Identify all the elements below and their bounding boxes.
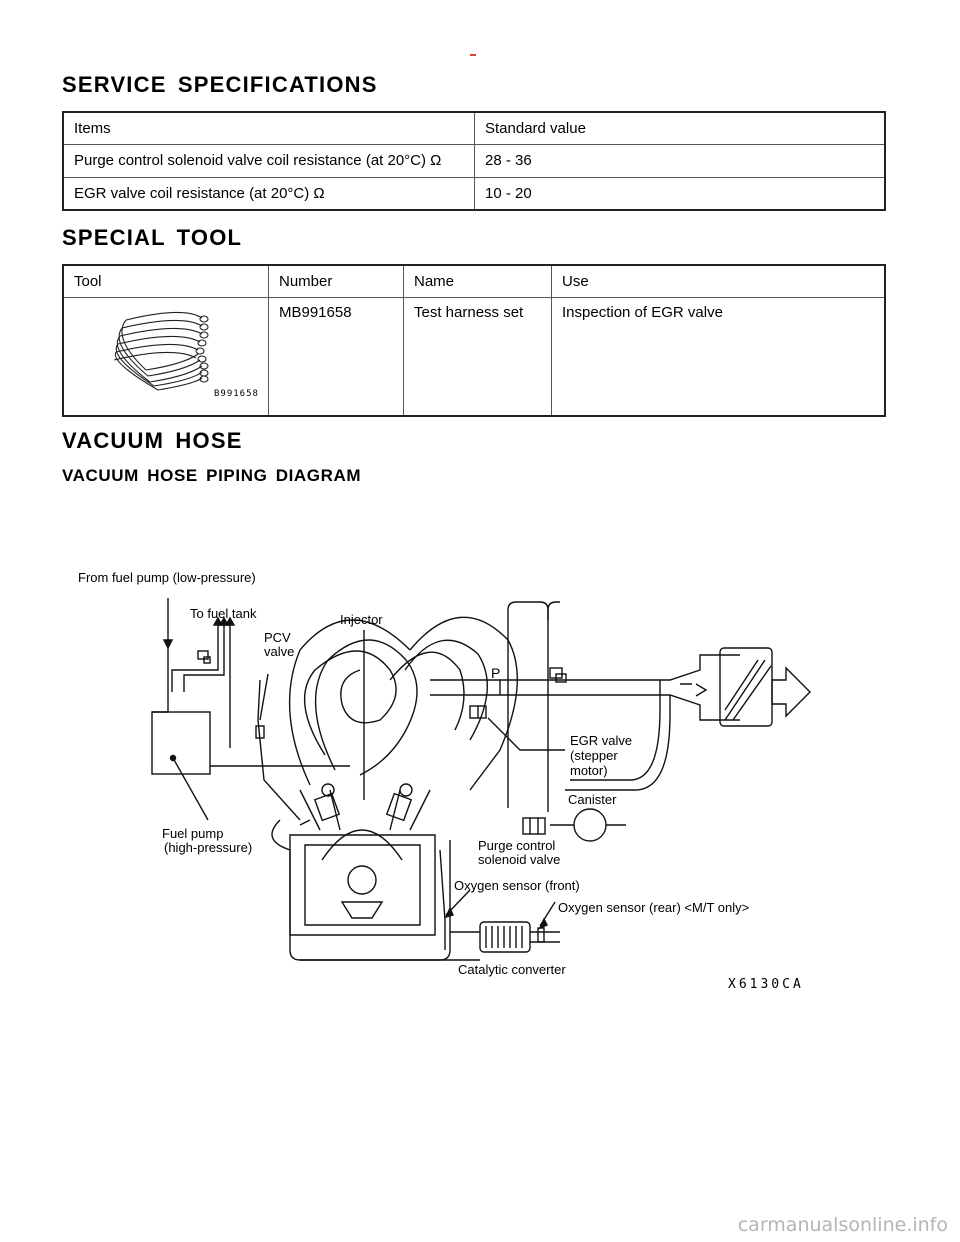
label-egr-line2: (stepper xyxy=(570,748,618,763)
tool-use: Inspection of EGR valve xyxy=(551,296,886,416)
vacuum-hose-heading: VACUUM HOSE xyxy=(62,428,243,453)
label-from-fuel-pump: From fuel pump (low-pressure) xyxy=(78,570,256,585)
label-to-fuel-tank: To fuel tank xyxy=(190,606,257,621)
label-pcv-line2: valve xyxy=(264,644,294,659)
header-standard-value: Standard value xyxy=(474,111,886,145)
tool-name: Test harness set xyxy=(403,296,552,416)
vacuum-hose-piping-diagram: From fuel pump (low-pressure) To fuel ta… xyxy=(78,570,811,992)
spec-item: EGR valve coil resistance (at 20°C) Ω xyxy=(62,176,475,211)
header-items: Items xyxy=(62,111,475,145)
table-row: B991658 MB991658 Test harness set Inspec… xyxy=(62,296,886,416)
test-harness-illustration: B991658 xyxy=(113,311,259,399)
table-header-row: Items Standard value xyxy=(62,111,886,145)
label-egr-line3: motor) xyxy=(570,763,608,778)
header-name: Name xyxy=(403,264,552,298)
tool-image-cell: B991658 xyxy=(62,296,269,416)
watermark: carmanualsonline.info xyxy=(737,1214,948,1236)
header-mark xyxy=(470,54,476,56)
label-egr-line1: EGR valve xyxy=(570,733,632,748)
header-use: Use xyxy=(551,264,886,298)
table-row: Purge control solenoid valve coil resist… xyxy=(62,143,886,178)
header-number: Number xyxy=(268,264,404,298)
label-pcv-line1: PCV xyxy=(264,630,291,645)
piping-diagram-heading: VACUUM HOSE PIPING DIAGRAM xyxy=(62,466,362,485)
service-specifications-heading: SERVICE SPECIFICATIONS xyxy=(62,72,378,97)
label-fuel-pump-line1: Fuel pump xyxy=(162,826,223,841)
special-tool-heading: SPECIAL TOOL xyxy=(62,225,243,250)
spec-value: 28 - 36 xyxy=(474,143,886,178)
label-oxygen-rear: Oxygen sensor (rear) <M/T only> xyxy=(558,900,749,915)
spec-item: Purge control solenoid valve coil resist… xyxy=(62,143,475,178)
figure-id: X6130CA xyxy=(728,977,804,992)
spec-value: 10 - 20 xyxy=(474,176,886,211)
label-catalytic-converter: Catalytic converter xyxy=(458,962,566,977)
label-fuel-pump-line2: (high-pressure) xyxy=(164,840,252,855)
tool-number: MB991658 xyxy=(268,296,404,416)
label-oxygen-front: Oxygen sensor (front) xyxy=(454,878,580,893)
table-header-row: Tool Number Name Use xyxy=(62,264,886,298)
table-row: EGR valve coil resistance (at 20°C) Ω 10… xyxy=(62,176,886,211)
label-canister: Canister xyxy=(568,792,617,807)
label-injector: Injector xyxy=(340,612,383,627)
special-tool-table: Tool Number Name Use B991658 MB991658 Te… xyxy=(62,264,886,417)
label-purge-line1: Purge control xyxy=(478,838,555,853)
header-tool: Tool xyxy=(62,264,269,298)
label-p-marker: P xyxy=(491,665,500,681)
label-purge-line2: solenoid valve xyxy=(478,852,560,867)
service-specifications-table: Items Standard value Purge control solen… xyxy=(62,111,886,211)
tool-image-code: B991658 xyxy=(214,389,259,399)
